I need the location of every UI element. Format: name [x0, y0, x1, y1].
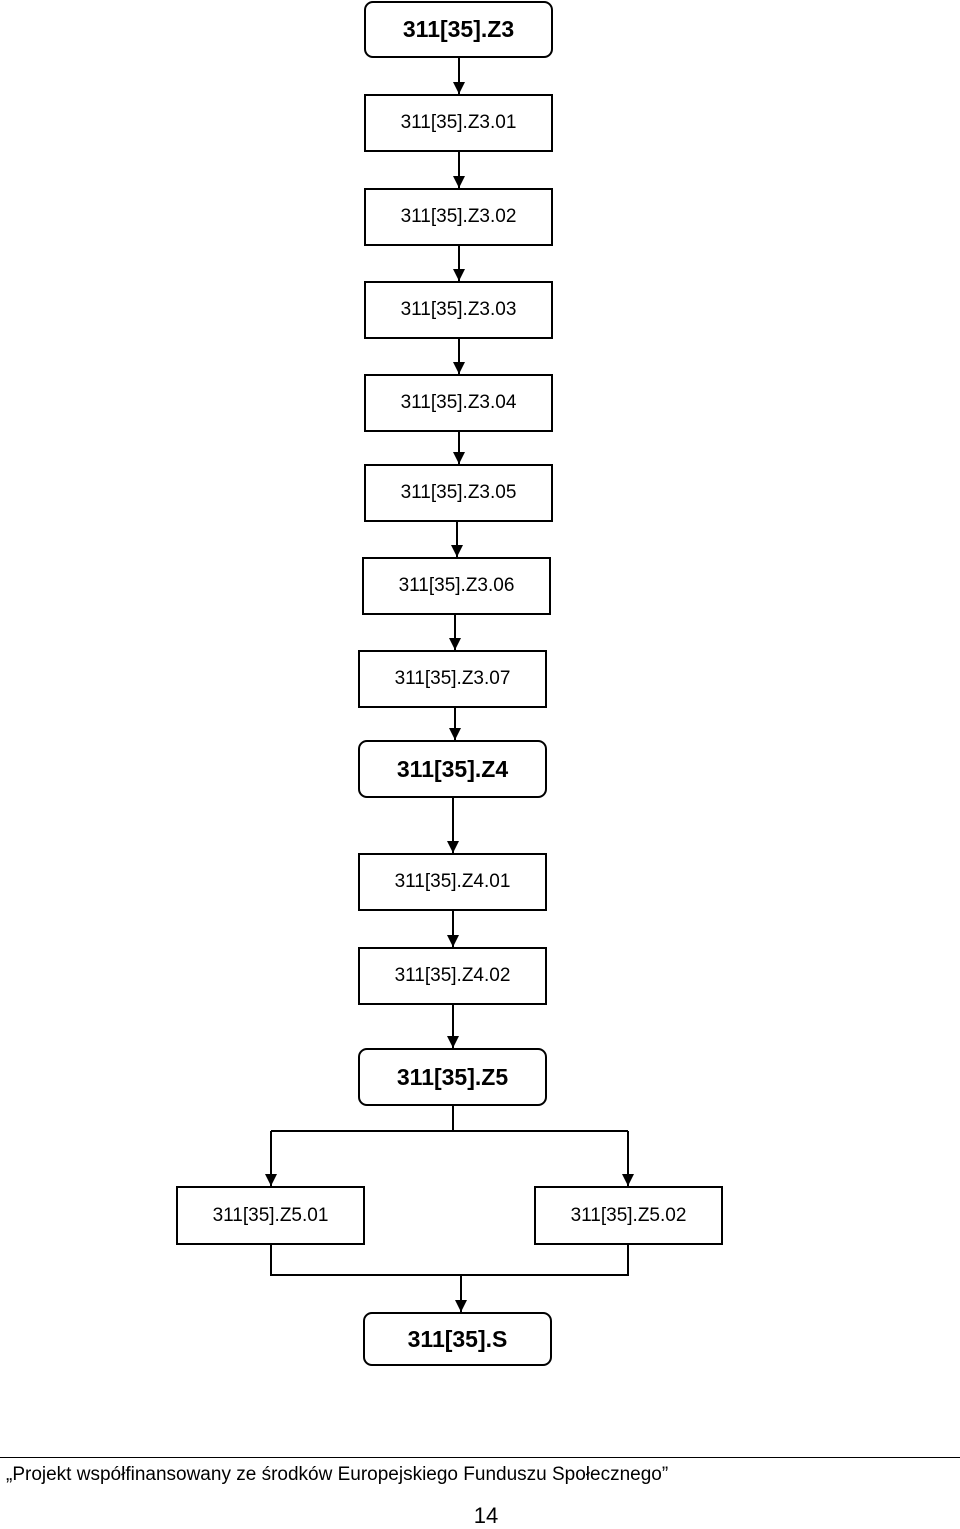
node-z3-04: 311[35].Z3.04	[364, 374, 553, 432]
node-z4-02: 311[35].Z4.02	[358, 947, 547, 1005]
node-z3-07: 311[35].Z3.07	[358, 650, 547, 708]
footer-text: „Projekt współfinansowany ze środków Eur…	[6, 1464, 669, 1485]
footer-divider	[0, 1457, 960, 1458]
node-z3-06: 311[35].Z3.06	[362, 557, 551, 615]
node-z3-02: 311[35].Z3.02	[364, 188, 553, 246]
node-z4-01: 311[35].Z4.01	[358, 853, 547, 911]
node-z5-01: 311[35].Z5.01	[176, 1186, 365, 1245]
merge-bar-bottom	[270, 1245, 629, 1276]
node-z3: 311[35].Z3	[364, 1, 553, 58]
node-z5-02: 311[35].Z5.02	[534, 1186, 723, 1245]
node-s: 311[35].S	[363, 1312, 552, 1366]
node-z3-01: 311[35].Z3.01	[364, 94, 553, 152]
node-z3-03: 311[35].Z3.03	[364, 281, 553, 339]
node-z5: 311[35].Z5	[358, 1048, 547, 1106]
node-z4: 311[35].Z4	[358, 740, 547, 798]
page-number: 14	[473, 1503, 499, 1528]
node-z3-05: 311[35].Z3.05	[364, 464, 553, 522]
